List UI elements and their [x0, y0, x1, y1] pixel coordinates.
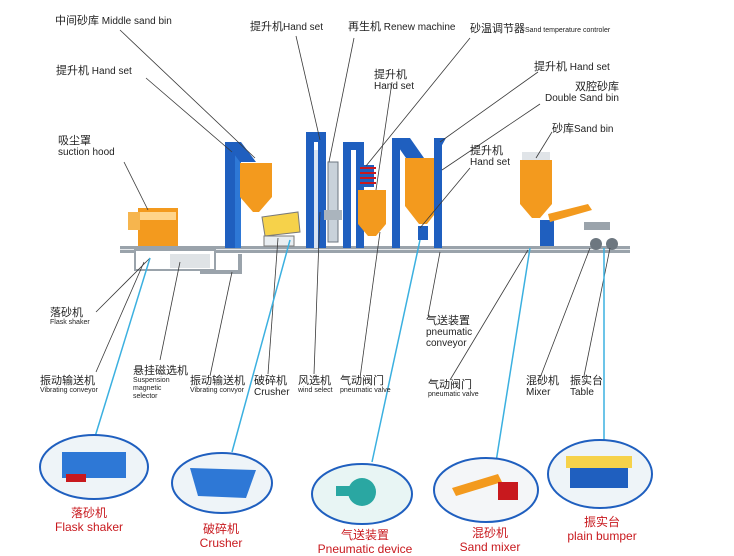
- photo-crusher: [171, 452, 273, 514]
- hand-set-1-label: 提升机Hand set: [250, 21, 324, 34]
- elevator-1: [225, 142, 256, 248]
- photo-sand-mixer: [433, 457, 539, 523]
- sand-bin-label: 砂库Sand bin: [552, 123, 614, 136]
- elevator-4: [392, 138, 424, 248]
- renew-machine-label: 再生机 Renew machine: [348, 21, 456, 34]
- mixer-machine: [540, 204, 618, 250]
- photo-plain-bumper: [547, 439, 653, 509]
- photo-leaders: [93, 239, 605, 463]
- middle-sand-bin-label: 中间砂库 Middle sand bin: [55, 15, 172, 28]
- crusher-machine: [261, 211, 301, 247]
- temp-controller-label: 砂温调节器Sand temperature controler: [470, 23, 611, 35]
- photo-pneumatic-device: [311, 463, 413, 525]
- elevator-2: [306, 132, 326, 248]
- middle-sand-bin: [240, 163, 272, 212]
- hand-set-right-label: 提升机 Hand set: [534, 61, 610, 74]
- leader-lines: [95, 29, 611, 381]
- photo-flask-shaker: [39, 434, 149, 500]
- main-pipe: [120, 246, 630, 253]
- sand-temperature-controller: [360, 165, 376, 187]
- flask-shaker-unit: [128, 208, 216, 271]
- cooling-bin: [358, 190, 386, 236]
- elevator-5: [434, 138, 446, 248]
- return-pipe: [200, 254, 242, 274]
- hand-set-left-label: 提升机 Hand set: [56, 65, 132, 78]
- sand-bin: [520, 152, 552, 218]
- renew-machine: [324, 161, 342, 243]
